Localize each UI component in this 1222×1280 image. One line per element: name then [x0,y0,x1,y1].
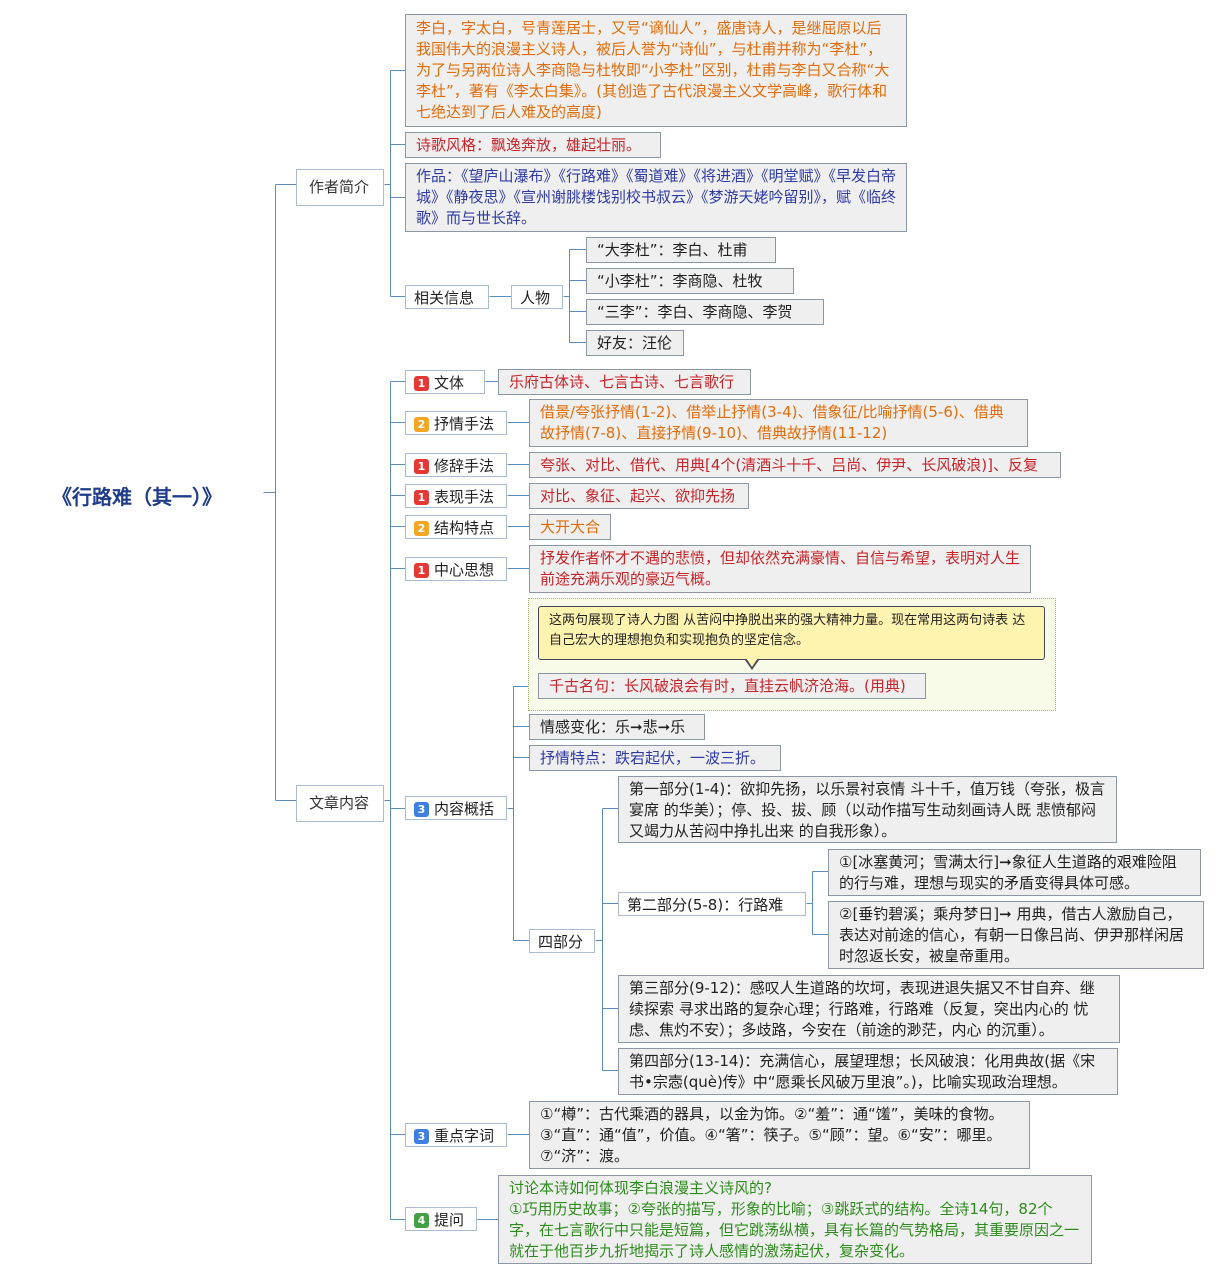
expression-text: 对比、象征、起兴、欲抑先扬 [529,483,749,509]
part-four: 第四部分(13-14)：充满信心，展望理想；长风破浪：化用典故(据《宋书•宗悫(… [618,1048,1118,1095]
callout-tail-fill [746,658,758,667]
question-text: 讨论本诗如何体现李白浪漫主义诗风的? ①巧用历史故事；②夸张的描写，形象的比喻；… [498,1175,1092,1264]
poetry-style: 诗歌风格：飘逸奔放，雄起壮丽。 [405,132,661,158]
priority-3-icon: 3 [414,802,429,817]
part-one: 第一部分(1-4)：欲抑先扬，以乐景衬哀情 斗十千，值万钱（夸张，极言宴席 的华… [618,776,1117,843]
four-parts[interactable]: 四部分 [529,929,595,953]
rhetoric-text: 夸张、对比、借代、用典[4个(清酒斗十千、吕尚、伊尹、长风破浪)]、反复 [529,452,1061,478]
lyric-technique-text: 借景/夸张抒情(1-2)、借举止抒情(3-4)、借象征/比喻抒情(5-6)、借典… [529,399,1028,447]
part-three: 第三部分(9-12)：感叹人生道路的坎坷，表现进退失据又不甘自弃、继续探索 寻求… [618,975,1120,1043]
root-title: 《行路难（其一）》 [52,485,222,509]
part-two-b: ②[垂钓碧溪；乘舟梦日]➞ 用典，借古人激励自己，表达对前途的信心，有朝一日像吕… [828,901,1204,969]
people-item: “小李杜”：李商隐、杜牧 [586,268,794,294]
lyric-feature: 抒情特点：跌宕起伏，一波三折。 [529,745,781,771]
people-item: “三李”：李白、李商隐、李贺 [586,299,824,325]
branch-article-content[interactable]: 文章内容 [296,785,384,822]
priority-1-icon: 1 [414,490,429,505]
genre-text: 乐府古体诗、七言古诗、七言歌行 [498,369,751,395]
related-info[interactable]: 相关信息 [405,285,489,309]
people-node[interactable]: 人物 [511,285,563,309]
part-two-a: ①[冰塞黄河；雪满太行]➞象征人生道路的艰难险阻的行与难，理想与现实的矛盾变得具… [828,849,1201,896]
priority-1-icon: 1 [414,563,429,578]
people-item: “大李杜”：李白、杜甫 [586,237,776,263]
structure-text: 大开大合 [529,514,611,540]
priority-1-icon: 1 [414,376,429,391]
branch-author-intro[interactable]: 作者简介 [296,169,384,206]
priority-4-icon: 4 [414,1213,429,1228]
emotion-change: 情感变化：乐➞悲➞乐 [529,714,705,740]
keywords-text: ①“樽”：古代乘酒的器具，以金为饰。②“羞”：通“馐”，美味的食物。③“直”：通… [529,1101,1030,1169]
people-item: 好友：汪伦 [586,330,684,356]
priority-1-icon: 1 [414,459,429,474]
author-bio: 李白，字太白，号青莲居士，又号“谪仙人”，盛唐诗人，是继屈原以后我国伟大的浪漫主… [405,14,907,127]
priority-3-icon: 3 [414,1129,429,1144]
priority-2-icon: 2 [414,521,429,536]
callout-note: 这两句展现了诗人力图 从苦闷中挣脱出来的强大精神力量。现在常用这两句诗表 达自己… [538,606,1045,660]
famous-line: 千古名句：长风破浪会有时，直挂云帆济沧海。(用典) [538,673,926,699]
part-two[interactable]: 第二部分(5-8)：行路难 [618,892,806,916]
priority-2-icon: 2 [414,417,429,432]
central-idea-text: 抒发作者怀才不遇的悲愤，但却依然充满豪情、自信与希望，表明对人生前途充满乐观的豪… [529,545,1031,593]
author-works: 作品：《望庐山瀑布》《行路难》《蜀道难》《将进酒》《明堂赋》《早发白帝城》《静夜… [405,163,907,232]
